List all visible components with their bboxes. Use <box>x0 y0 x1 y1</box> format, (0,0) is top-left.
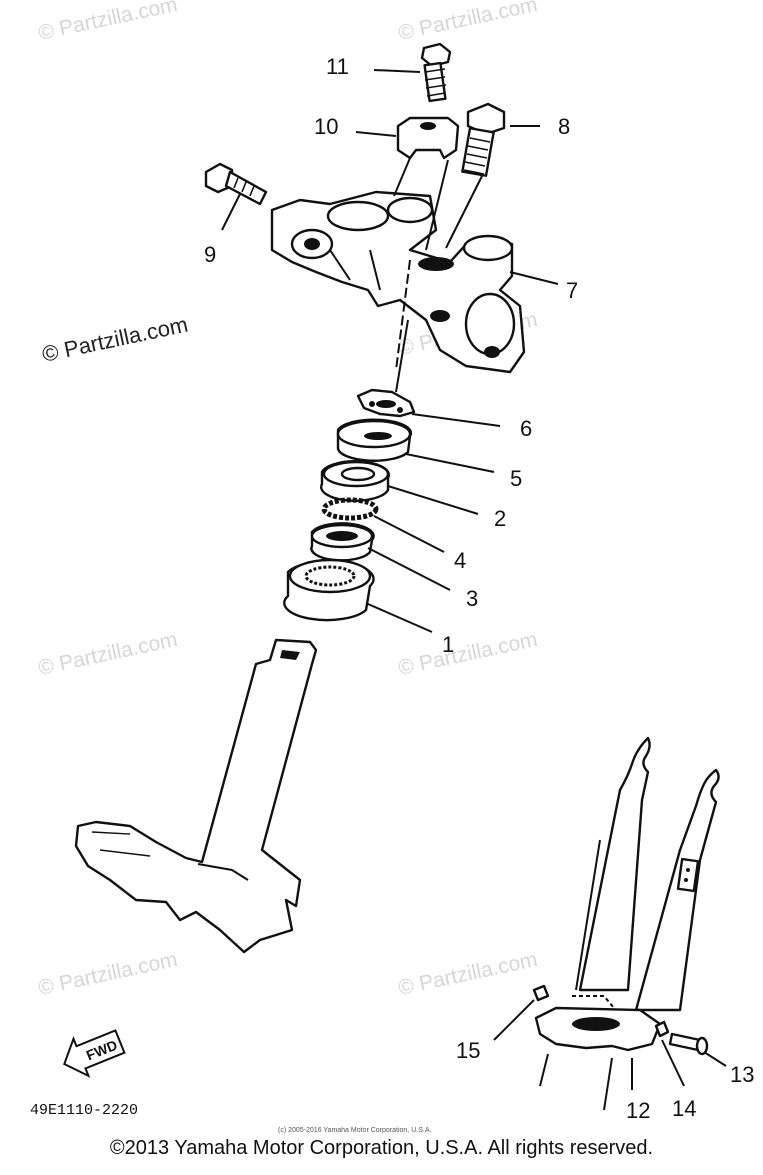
washer-14 <box>654 1020 670 1038</box>
callout-10: 10 <box>314 114 338 139</box>
watermark: © Partzilla.com <box>36 0 179 45</box>
small-copyright: (c) 2005-2016 Yamaha Motor Corporation, … <box>278 1127 431 1134</box>
fork-tubes <box>578 736 720 1012</box>
leader-lines <box>221 69 727 1111</box>
watermark: © Partzilla.com <box>396 628 539 680</box>
copyright-notice: ©2013 Yamaha Motor Corporation, U.S.A. A… <box>109 1137 654 1159</box>
diagram-code: 49E1110-2220 <box>30 1102 138 1119</box>
bearing-race-2 <box>320 460 390 502</box>
bearing-race-3 <box>310 522 375 562</box>
bolt-13 <box>668 1032 709 1056</box>
callout-13: 13 <box>730 1062 754 1087</box>
callout-2: 2 <box>494 506 506 531</box>
watermark: © Partzilla.com <box>396 948 539 1000</box>
bolt-9 <box>204 162 268 206</box>
watermark: © Partzilla.com <box>36 948 179 1000</box>
handlebar-holder-upper-10 <box>396 116 460 160</box>
cable-guide-12 <box>534 995 662 1052</box>
lock-washer-6 <box>356 388 416 418</box>
callout-8: 8 <box>558 114 570 139</box>
upper-bracket-7 <box>270 190 526 374</box>
watermark-dark: © Partzilla.com <box>40 312 190 367</box>
callout-12: 12 <box>626 1098 650 1123</box>
bolt-11 <box>420 42 452 103</box>
fwd-arrow: FWD <box>63 1029 126 1078</box>
callout-6: 6 <box>520 416 532 441</box>
callout-4: 4 <box>454 548 466 573</box>
callout-5: 5 <box>510 466 522 491</box>
bolt-8 <box>461 102 506 177</box>
callout-9: 9 <box>204 242 216 267</box>
nut-15 <box>532 984 550 1002</box>
callout-7: 7 <box>566 278 578 303</box>
callout-15: 15 <box>456 1038 480 1063</box>
watermark: © Partzilla.com <box>36 628 179 680</box>
bearing-1 <box>283 558 375 622</box>
callout-3: 3 <box>466 586 478 611</box>
ball-bearing-4 <box>321 497 379 521</box>
ring-nut-5 <box>336 418 413 462</box>
callout-14: 14 <box>672 1096 696 1121</box>
callout-labels: 11 10 8 9 7 6 5 2 4 3 1 15 12 14 13 <box>204 54 754 1123</box>
callout-11: 11 <box>326 54 349 79</box>
watermark: © Partzilla.com <box>396 0 539 45</box>
steering-stem <box>74 638 318 954</box>
callout-1: 1 <box>442 632 454 657</box>
